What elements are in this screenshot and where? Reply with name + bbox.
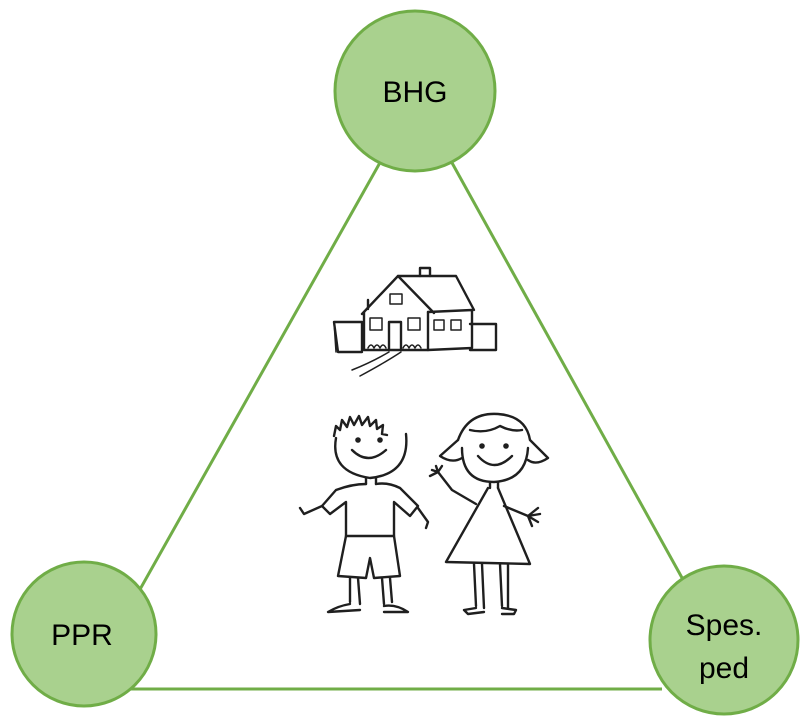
node-spesped-label-line1: Spes. xyxy=(686,609,763,642)
edge-bhg-spesped xyxy=(444,151,688,586)
node-bhg: BHG xyxy=(333,9,497,173)
house-illustration xyxy=(332,266,498,377)
node-bhg-circle xyxy=(333,9,497,173)
node-bhg-label: BHG xyxy=(382,76,447,109)
node-ppr: PPR xyxy=(10,560,158,708)
node-spesped: Spes. ped xyxy=(648,564,800,716)
node-spesped-circle xyxy=(648,564,800,716)
node-ppr-circle xyxy=(10,560,158,708)
triangle-edges xyxy=(128,151,688,691)
edge-bhg-ppr xyxy=(132,151,388,601)
node-spesped-label-line2: ped xyxy=(699,652,749,685)
girl-illustration xyxy=(428,412,550,616)
node-ppr-label: PPR xyxy=(51,619,113,652)
boy-illustration xyxy=(298,414,430,614)
